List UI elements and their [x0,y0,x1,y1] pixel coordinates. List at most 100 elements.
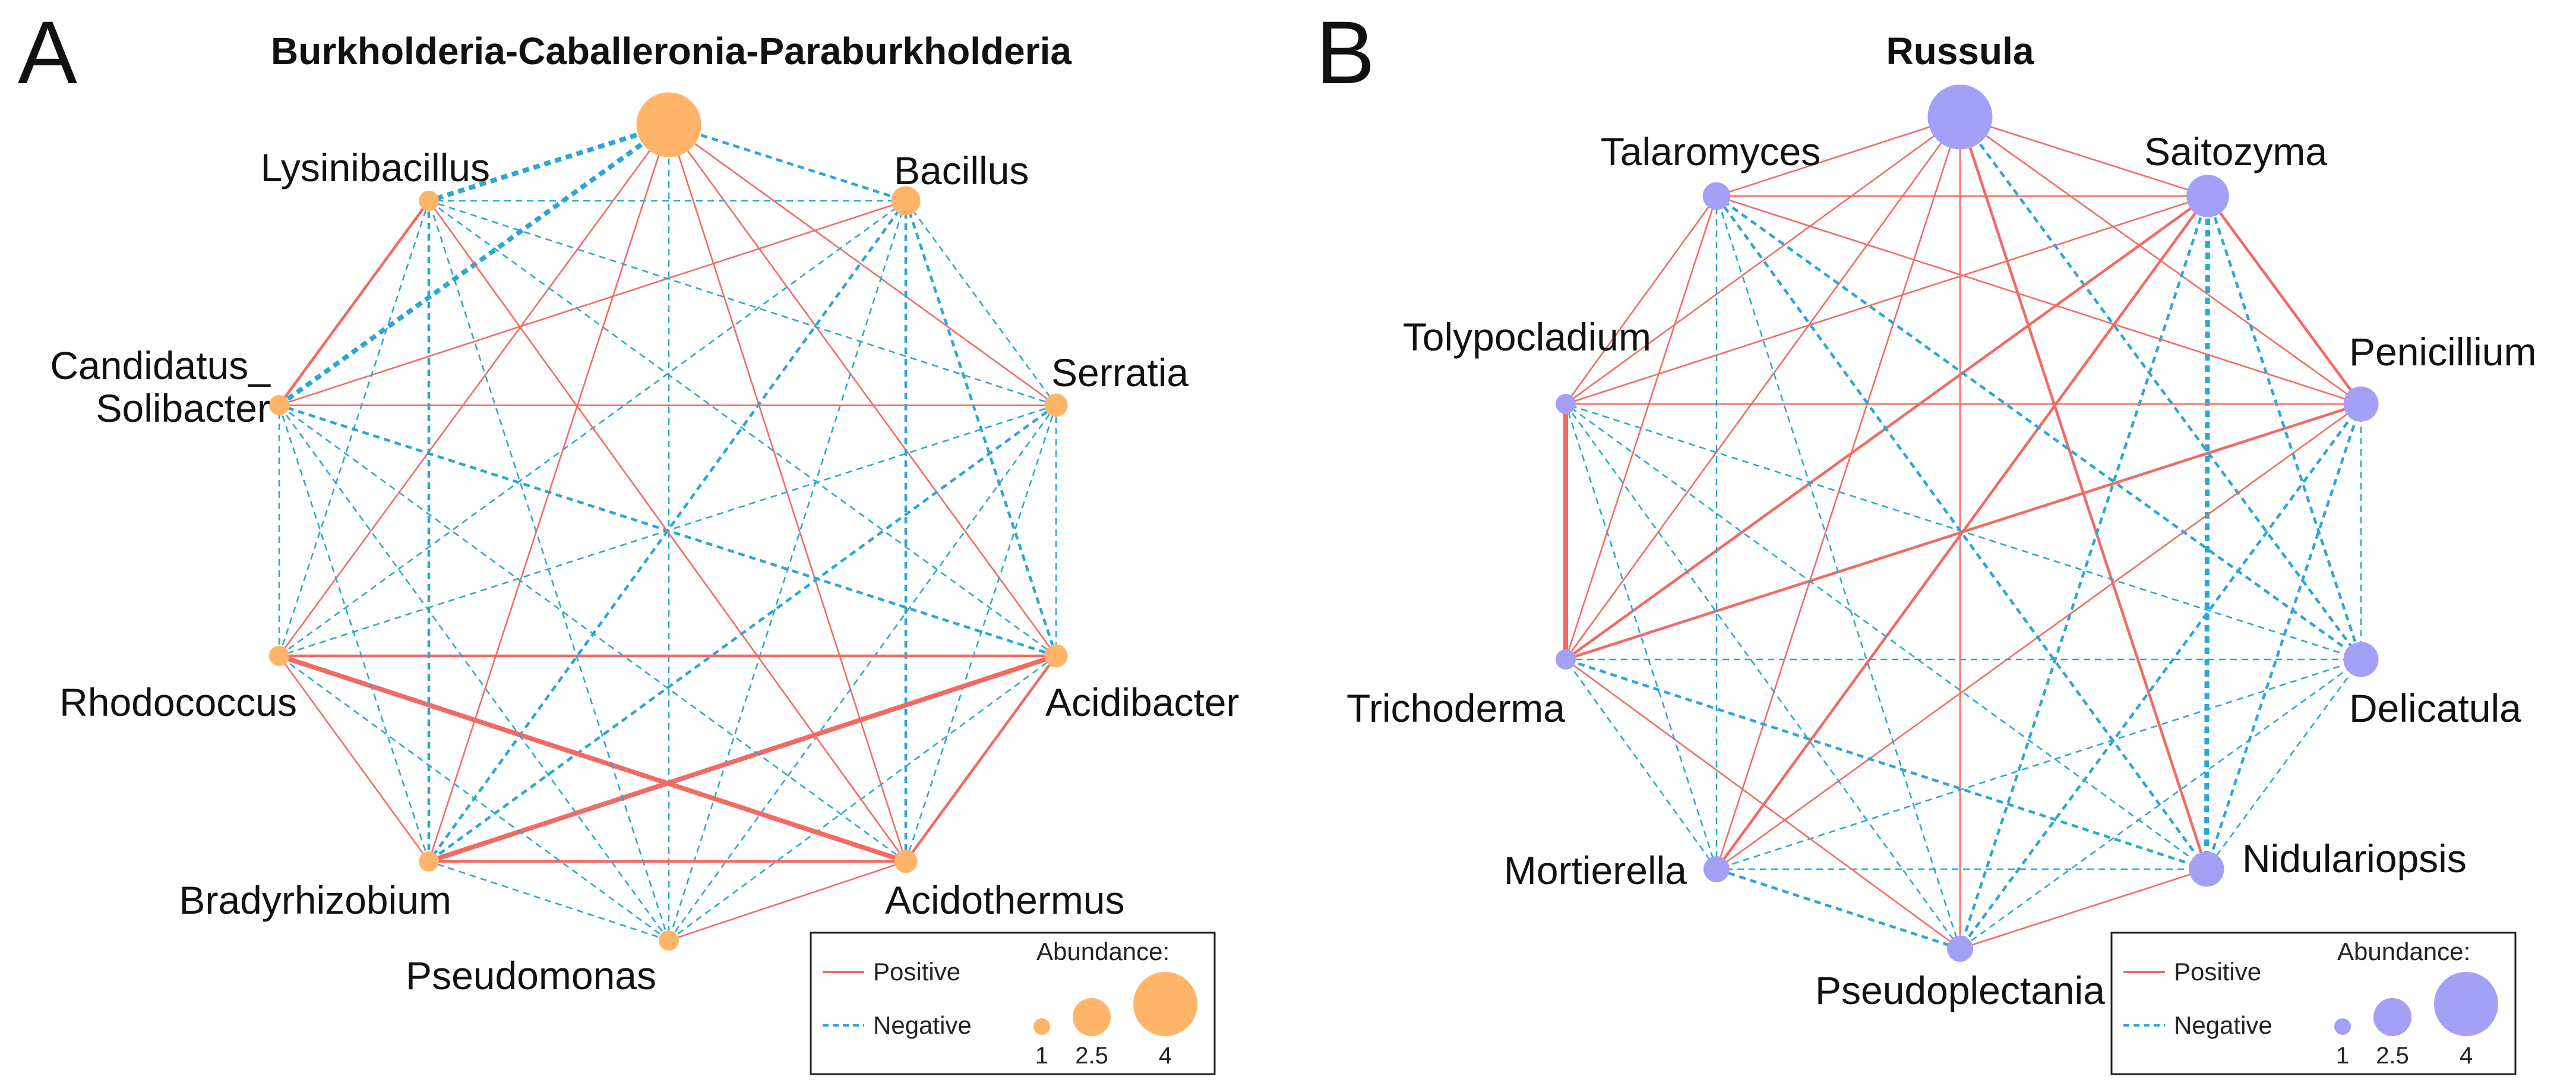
panel-b-labels: SaitozymaPenicilliumDelicatulaNidulariop… [1347,130,2536,1012]
panel-b-edges [1563,116,2363,951]
edge-nidulariopsis-tolypocladium [1565,403,2207,870]
legend-abundance-4 [2434,972,2498,1036]
edge-serratia-lysinibacillus [428,200,1057,406]
legend-positive-label: Positive [2174,958,2261,986]
edge-russula-talaromyces [1716,116,1961,197]
node-acidibacter [1044,644,1068,668]
edge-acidibacter-bradyrhizobium [428,654,1057,864]
edge-acidibacter-lysinibacillus [428,200,1057,657]
node-nidulariopsis [2189,851,2224,887]
edge-delicatula-tolypocladium [1565,403,2362,661]
node-lysinibacillus [419,191,439,211]
edge-penicillium-talaromyces [1716,195,2362,405]
edge-bcp-rhodococcus [278,124,670,656]
edge-trichoderma-talaromyces [1564,195,1718,660]
edge-russula-mortierella [1715,116,1961,870]
edge-nidulariopsis-pseudoplectania [1959,868,2207,950]
edge-pseudoplectania-mortierella [1716,867,1961,951]
node-bradyrhizobium [419,851,439,872]
edge-acidothermus-rhodococcus [278,654,907,864]
panel-a-letter: A [18,2,77,102]
panel-a: A Burkholderia-Caballeronia-Paraburkhold… [18,2,1240,1075]
edge-bcp-lysinibacillus [428,122,670,203]
node-label-lysinibacillus: Lysinibacillus [261,146,490,190]
node-label-pseudoplectania: Pseudoplectania [1815,968,2105,1012]
node-trichoderma [1556,649,1576,670]
legend-size-2-5: 2.5 [2376,1043,2409,1069]
edge-bacillus-serratia [905,200,1057,406]
panel-b-nodes [1556,84,2379,962]
edge-bcp-acidibacter [668,124,1057,656]
edge-delicatula-talaromyces [1715,195,2362,661]
node-pseudoplectania [1947,936,1973,962]
node-label-acidothermus: Acidothermus [885,878,1125,922]
node-label-candidatus: Candidatus_Solibacter [50,343,271,430]
panel-a-legend: Positive Negative Abundance: 1 2.5 4 [810,932,1216,1075]
node-serratia [1044,393,1068,417]
edge-saitozyma-delicatula [2206,195,2363,660]
edge-bcp-bacillus [668,123,906,203]
edge-candidatus-lysinibacillus [278,200,430,406]
edge-serratia-bradyrhizobium [428,404,1057,863]
panel-b-legend: Positive Negative Abundance: 1 2.5 4 [2110,932,2517,1075]
edge-acidibacter-pseudomonas [668,655,1057,942]
edge-bcp-candidatus [277,122,671,408]
panel-a-title: Burkholderia-Caballeronia-Paraburkholder… [271,30,1072,72]
edge-mortierella-tolypocladium [1564,403,1718,870]
edge-tolypocladium-talaromyces [1564,195,1718,405]
edge-pseudoplectania-trichoderma [1565,658,1961,950]
edge-bcp-acidothermus [668,124,907,862]
node-pseudomonas [659,930,679,951]
node-label-bacillus: Bacillus [894,149,1029,192]
node-tolypocladium [1556,394,1576,414]
edge-pseudomonas-candidatus [278,405,670,941]
edge-mortierella-trichoderma [1564,659,1718,870]
node-label-tolypocladium: Tolypocladium [1403,315,1651,359]
edge-delicatula-nidulariopsis [2205,659,2362,870]
legend-positive-label: Positive [873,958,960,986]
edge-saitozyma-tolypocladium [1565,195,2208,405]
legend-size-1: 1 [2336,1043,2349,1069]
node-label-talaromyces: Talaromyces [1601,130,1820,173]
panel-a-nodes [269,92,1068,951]
edge-bacillus-pseudomonas [668,200,907,941]
node-label-mortierella: Mortierella [1504,848,1687,892]
edge-acidothermus-candidatus [279,404,906,863]
edge-saitozyma-pseudoplectania [1958,195,2210,949]
node-label-bradyrhizobium: Bradyrhizobium [179,878,451,922]
edge-saitozyma-penicillium [2207,195,2362,405]
node-bacillus [891,186,921,216]
legend-abundance-4 [1133,972,1197,1036]
node-label-acidibacter: Acidibacter [1045,680,1240,724]
edge-bcp-serratia [668,124,1057,406]
node-talaromyces [1702,182,1731,210]
edge-delicatula-mortierella [1716,658,2362,870]
edge-russula-trichoderma [1564,116,1961,660]
node-saitozyma [2186,175,2229,217]
edge-delicatula-pseudoplectania [1959,658,2362,950]
legend-size-4: 4 [1159,1043,1172,1069]
node-russula [1927,84,1993,150]
legend-size-1: 1 [1035,1043,1048,1069]
edge-penicillium-nidulariopsis [2205,403,2363,870]
edge-acidothermus-lysinibacillus [428,200,907,862]
edge-bradyrhizobium-candidatus [278,405,430,862]
node-label-delicatula: Delicatula [2349,686,2521,730]
panel-b-title: Russula [1886,30,2034,72]
edge-saitozyma-nidulariopsis [2204,195,2210,870]
panel-b-letter: B [1316,2,1375,102]
edge-nidulariopsis-talaromyces [1715,195,2208,870]
edge-acidothermus-pseudomonas [668,860,906,942]
node-mortierella [1703,856,1730,882]
legend-abundance-title: Abundance: [1036,937,1170,965]
node-label-penicillium: Penicillium [2349,330,2536,374]
edge-russula-saitozyma [1959,116,2208,197]
legend-size-4: 4 [2460,1043,2473,1069]
node-label-nidulariopsis: Nidulariopsis [2242,836,2467,880]
panel-b: B Russula SaitozymaPenicilliumDelicatula… [1316,2,2536,1075]
edge-pseudoplectania-talaromyces [1715,195,1961,949]
legend-size-2-5: 2.5 [1075,1043,1108,1069]
node-label-rhodococcus: Rhodococcus [59,680,297,724]
node-label-serratia: Serratia [1051,351,1189,394]
